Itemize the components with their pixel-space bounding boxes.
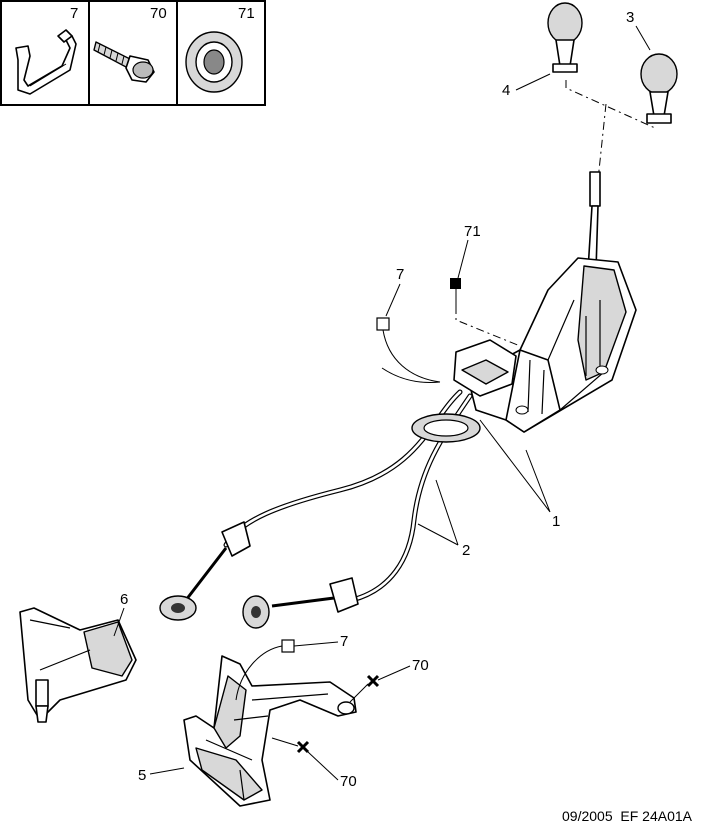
callout-7-bottom: 7 [340,633,348,650]
callout-2: 2 [462,542,470,559]
cross-marker-bottom [296,740,310,754]
open-square-marker [376,317,390,331]
clip-icon [15,29,77,95]
bracket-6 [19,607,137,723]
screw-icon [93,41,155,83]
callout-3: 3 [626,9,634,26]
inset-clip-number: 7 [70,5,78,22]
bracket-5 [183,655,357,807]
footer-date: 09/2005 [562,808,613,824]
callout-4: 4 [502,82,510,99]
callouts: 71 7 3 4 1 2 6 7 70 70 [113,9,651,790]
footer-code: EF 24A01A [620,808,692,824]
callout-7-top: 7 [396,266,404,283]
callout-6: 6 [120,591,128,608]
seal-icon [185,31,243,93]
callout-1: 1 [552,513,560,530]
open-square-marker-bottom [281,639,295,653]
gear-selector-housing [453,171,637,433]
inset-screw-number: 70 [150,5,167,22]
callout-70-bottom: 70 [340,773,357,790]
gear-knob-4 [547,2,583,73]
gear-knob-3 [640,53,678,124]
callout-70-top: 70 [412,657,429,674]
callout-71: 71 [464,223,481,240]
diagram-footer: 09/2005 EF 24A01A [562,808,692,824]
callout-5: 5 [138,767,146,784]
filled-square-marker [450,278,461,289]
cross-marker-top [366,674,380,688]
inset-seal-number: 71 [238,5,255,22]
inset-legend: 7 70 71 [0,0,266,106]
gear-cables [159,367,481,629]
